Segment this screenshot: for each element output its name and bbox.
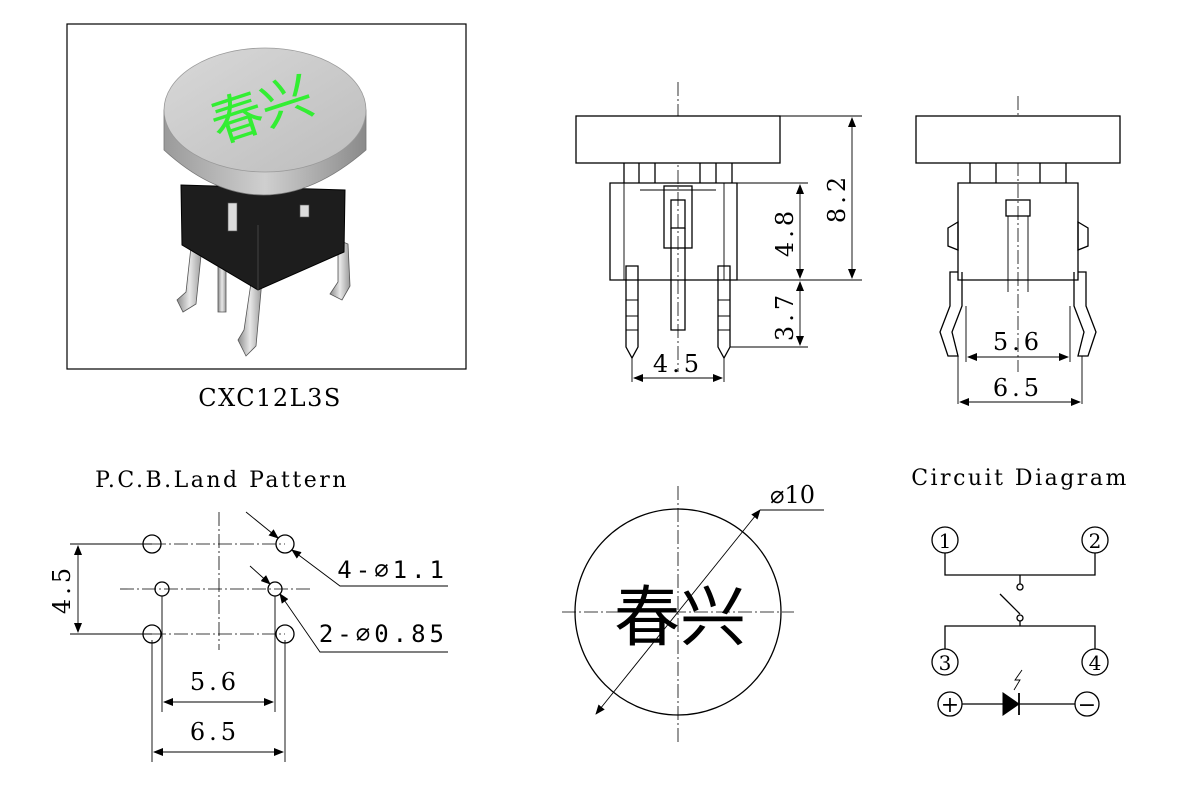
- led-minus-label: −: [1078, 693, 1096, 718]
- top-brand-text: 春兴: [614, 579, 746, 656]
- dim-side-inner-label: 5.6: [993, 328, 1043, 356]
- switch-top-bus: [944, 553, 1096, 576]
- side-latches: [947, 220, 1089, 251]
- leader-large-out: [291, 549, 448, 587]
- body-latch: [227, 202, 238, 232]
- small-holes-label: 2-⌀0.85: [319, 620, 448, 648]
- large-holes-label: 4-⌀1.1: [337, 556, 448, 584]
- product-photo: 春兴: [66, 23, 467, 370]
- side-view: 5.6 6.5: [915, 96, 1121, 406]
- dim-overall-label: 8.2: [823, 173, 851, 223]
- front-led: [670, 199, 686, 229]
- front-cap: [575, 115, 781, 164]
- dim-pcb-vertical-label: 4.5: [48, 564, 76, 614]
- front-pin-right: [717, 265, 731, 360]
- pcb-land-pattern: P.C.B.Land Pattern 4.5 5.6 6.5 4-⌀1.1 2-…: [48, 468, 448, 762]
- side-cap: [915, 115, 1121, 164]
- body-latch-2: [299, 204, 310, 218]
- pcb-title: P.C.B.Land Pattern: [95, 468, 349, 493]
- circuit-diagram: Circuit Diagram 1 2 3 4 + −: [911, 466, 1129, 718]
- pin-right: [329, 239, 351, 301]
- side-leg-left: [939, 271, 963, 357]
- front-actuator: [663, 185, 693, 249]
- led-plus-label: +: [941, 693, 959, 718]
- dim-diameter: [595, 509, 761, 715]
- switch-contact-top: [1016, 583, 1024, 591]
- switch-lever: [999, 593, 1021, 615]
- top-cap-outline: [574, 508, 782, 716]
- side-led: [1005, 199, 1031, 217]
- dim-side-outer-label: 6.5: [993, 374, 1043, 402]
- leader-small-in: [249, 565, 271, 585]
- front-center-pin: [670, 228, 686, 331]
- leader-small-out: [279, 593, 448, 653]
- dim-pin-label: 3.7: [771, 291, 799, 341]
- pcb-hole-large: [275, 534, 295, 554]
- leader-large-in: [245, 511, 279, 539]
- side-stems: [969, 163, 1067, 183]
- dim-body-label: 4.8: [771, 207, 799, 257]
- pin-2-label: 2: [1089, 529, 1102, 553]
- front-pin-left: [625, 265, 639, 360]
- front-view: 8.2 4.8 3.7 4.5: [575, 82, 862, 382]
- dim-pcb-outer-label: 6.5: [190, 718, 240, 746]
- model-label: CXC12L3S: [198, 384, 342, 412]
- led-light-icon: [1013, 669, 1023, 691]
- pin-1-label: 1: [939, 529, 952, 553]
- dim-diameter-label: ⌀10: [770, 481, 815, 509]
- front-body-inner: [623, 183, 725, 280]
- led-diode-icon: [1002, 692, 1020, 716]
- cap-top: [163, 47, 367, 173]
- pcb-hole-large: [142, 534, 162, 554]
- side-led-legs: [1007, 216, 1029, 292]
- circuit-title: Circuit Diagram: [911, 466, 1129, 491]
- front-stems: [623, 163, 733, 183]
- front-pin-marks: [626, 299, 730, 331]
- switch-bottom-bus: [944, 621, 1096, 649]
- top-view: ⌀10 春兴: [562, 481, 824, 744]
- dim-pcb-inner-label: 5.6: [190, 668, 240, 696]
- pin-4-label: 4: [1089, 651, 1102, 675]
- pin-3-label: 3: [939, 651, 952, 675]
- side-leg-right: [1073, 271, 1097, 357]
- dim-pin-spacing-label: 4.5: [653, 350, 703, 378]
- switch-contact-bottom: [1016, 614, 1024, 622]
